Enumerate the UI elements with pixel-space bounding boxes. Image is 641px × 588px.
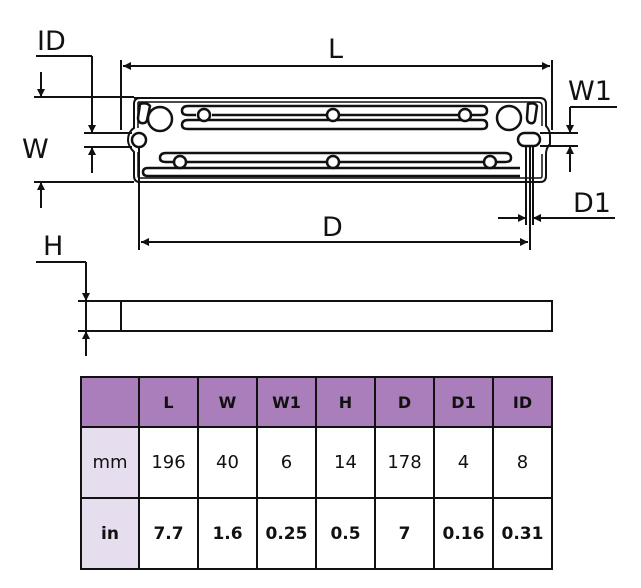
value-cell-W: 1.6 [197,497,258,570]
column-header-D1: D1 [433,376,494,428]
value-cell-D1: 0.16 [433,497,494,570]
unit-cell: mm [80,426,140,499]
unit-cell: in [80,497,140,570]
column-header-L: L [138,376,199,428]
table-row-mm: mm 196 40 6 14 178 4 8 [80,426,553,499]
column-header-D: D [374,376,435,428]
plate-top-view [126,97,551,183]
upper-slot-node-2 [325,107,341,123]
value-cell-L: 196 [138,426,199,499]
value-cell-D: 7 [374,497,435,570]
value-cell-ID: 0.31 [492,497,553,570]
column-header-W1: W1 [256,376,317,428]
table-corner-cell [80,376,140,428]
lower-slot-node-3 [482,154,498,170]
column-header-W: W [197,376,258,428]
right-kidney-slot [525,102,539,125]
plate-outline [126,97,551,183]
right-mount-hole [495,104,523,132]
side-view-outline [85,300,553,332]
label-L: L [328,34,343,65]
value-cell-L: 7.7 [138,497,199,570]
left-mount-hole [146,105,174,133]
table-row-in: in 7.7 1.6 0.25 0.5 7 0.16 0.31 [80,497,553,570]
label-W1: W1 [568,76,612,107]
column-header-ID: ID [492,376,553,428]
table-header-row: L W W1 H D D1 ID [80,376,553,428]
value-cell-D1: 4 [433,426,494,499]
label-H: H [43,231,63,262]
lower-slot-node-2 [325,154,341,170]
upper-slot-node-3 [457,107,473,123]
label-D1: D1 [573,188,611,219]
left-kidney-slot [136,102,152,125]
right-pin-slot [516,131,542,148]
label-D: D [322,212,343,243]
left-pin-hole [130,131,148,149]
value-cell-W1: 6 [256,426,317,499]
plate-side-view [85,300,553,332]
value-cell-H: 0.5 [315,497,376,570]
upper-slot-node-1 [196,107,212,123]
value-cell-W: 40 [197,426,258,499]
dimension-drawing: ID L W1 W D1 D H [22,26,617,356]
value-cell-ID: 8 [492,426,553,499]
value-cell-D: 178 [374,426,435,499]
label-W: W [22,134,49,165]
upper-slot [180,104,489,131]
label-ID: ID [37,26,66,57]
column-header-H: H [315,376,376,428]
value-cell-W1: 0.25 [256,497,317,570]
dimensions-table: L W W1 H D D1 ID mm 196 40 6 14 178 4 8 … [80,376,553,570]
value-cell-H: 14 [315,426,376,499]
lower-slot-node-1 [172,154,188,170]
